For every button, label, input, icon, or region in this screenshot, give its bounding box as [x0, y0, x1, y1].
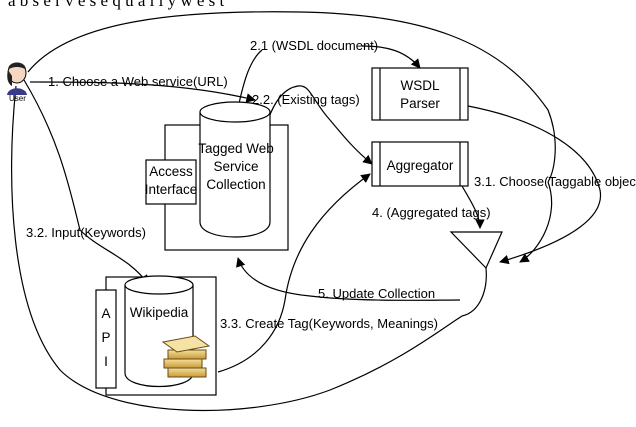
flow-1-arrow [39, 81, 256, 103]
collection-box [145, 101, 289, 251]
user-label: User [9, 94, 26, 103]
flow-31-curve [467, 105, 602, 265]
flow-22-arrow [267, 85, 373, 165]
aggregator-label: Aggregator [387, 158, 454, 173]
access-interface-label-1: Access [149, 164, 193, 179]
merge-triangle [449, 231, 503, 270]
api-letter-a: A [101, 306, 110, 321]
outer-loop-right [519, 181, 553, 263]
flow-4-arrow [461, 185, 485, 229]
flow-5-arrow [236, 257, 461, 301]
flow-22-label: 2.2. (Existing tags) [252, 92, 360, 107]
collection-label-1: Tagged Web [198, 141, 274, 156]
flow-32-arrow [23, 79, 149, 285]
wsdl-parser-box [371, 67, 469, 121]
collection-label-2: Service [213, 159, 258, 174]
wikipedia-label: Wikipedia [130, 305, 189, 320]
flow-31-label: 3.1. Choose(Taggable objects) [474, 174, 636, 189]
outer-loop-top [27, 11, 556, 183]
books-icon [161, 335, 211, 378]
flow-32-label: 3.2. Input(Keywords) [26, 225, 146, 240]
flow-1-label: 1. Choose a Web service(URL) [48, 74, 228, 89]
aggregator-box [371, 141, 469, 187]
access-interface-label-2: Interface [145, 182, 198, 197]
flow-4-label: 4. (Aggregated tags) [372, 205, 491, 220]
flow-5-label: 5. Update Collection [318, 286, 435, 301]
outer-loop-bottom [10, 85, 463, 412]
flow-21-arrow [361, 45, 421, 69]
flow-21-origin [237, 49, 263, 109]
flow-33-arrow [217, 173, 371, 373]
wsdl-parser-label-2: Parser [400, 96, 440, 111]
triangle-drop [461, 267, 487, 317]
collection-label-3: Collection [206, 177, 265, 192]
header-fragment: a b s e r v e s e q u a l l y w e s t [8, 0, 225, 10]
api-letter-p: P [101, 330, 110, 345]
user-icon[interactable] [7, 62, 27, 96]
flow-33-label: 3.3. Create Tag(Keywords, Meanings) [220, 316, 438, 331]
wsdl-parser-label-1: WSDL [400, 78, 439, 93]
flow-21-label: 2.1 (WSDL document) [250, 38, 378, 53]
api-letter-i: I [104, 354, 108, 369]
